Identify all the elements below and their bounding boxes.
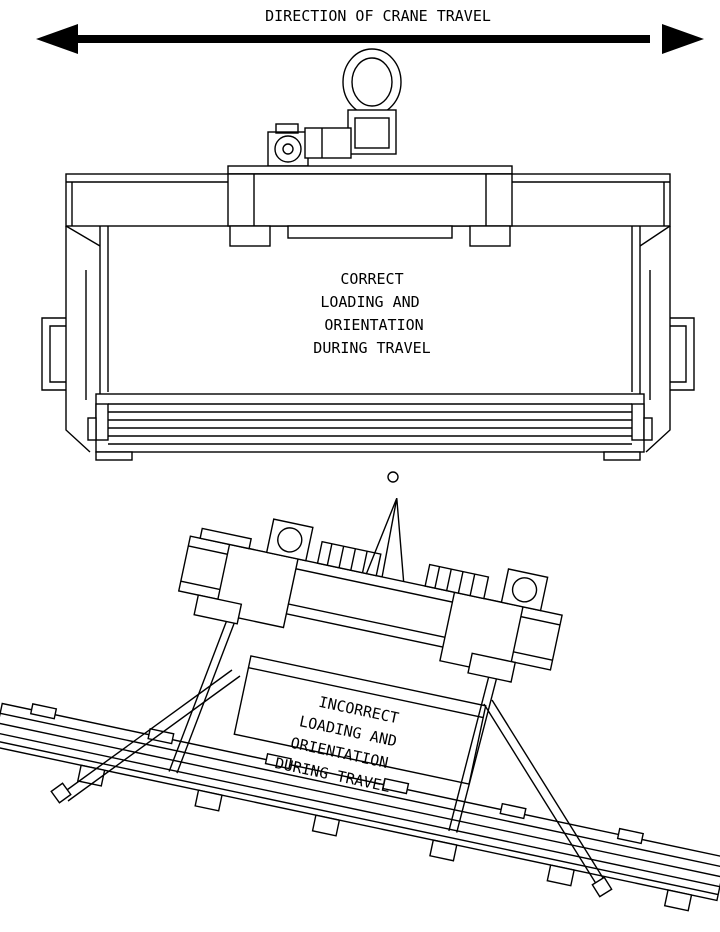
correct-magnet-drawing	[41, 48, 695, 461]
incorrect-magnet-drawing	[0, 471, 720, 912]
correct-line-4: DURING TRAVEL	[313, 339, 430, 357]
correct-line-1: CORRECT	[340, 270, 403, 288]
direction-label: DIRECTION OF CRANE TRAVEL	[265, 7, 491, 25]
direction-of-travel-arrow	[36, 24, 704, 54]
correct-line-2: LOADING AND	[320, 293, 419, 311]
correct-line-3: ORIENTATION	[324, 316, 423, 334]
correct-label: CORRECT LOADING AND ORIENTATION DURING T…	[313, 270, 430, 357]
